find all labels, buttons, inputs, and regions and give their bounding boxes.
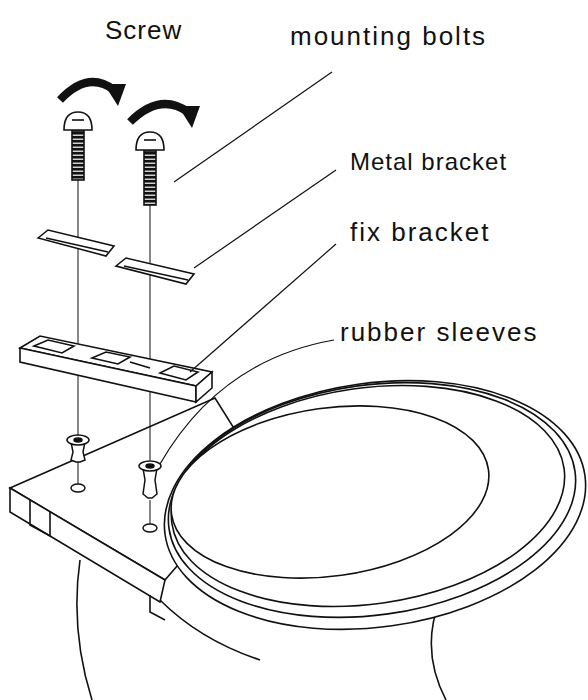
metal-brackets (38, 230, 194, 284)
part-label: mounting bolts (290, 22, 487, 52)
rubber-sleeves (67, 435, 161, 498)
part-label: rubber sleeves (340, 318, 539, 348)
mounting-bolts (64, 112, 164, 205)
part-label: Screw (105, 16, 182, 46)
fix-bracket (20, 336, 212, 402)
toilet-bowl-rim (148, 355, 588, 656)
leader-lines (160, 72, 336, 464)
part-label: fix bracket (350, 218, 491, 248)
part-label: Metal bracket (350, 148, 507, 176)
